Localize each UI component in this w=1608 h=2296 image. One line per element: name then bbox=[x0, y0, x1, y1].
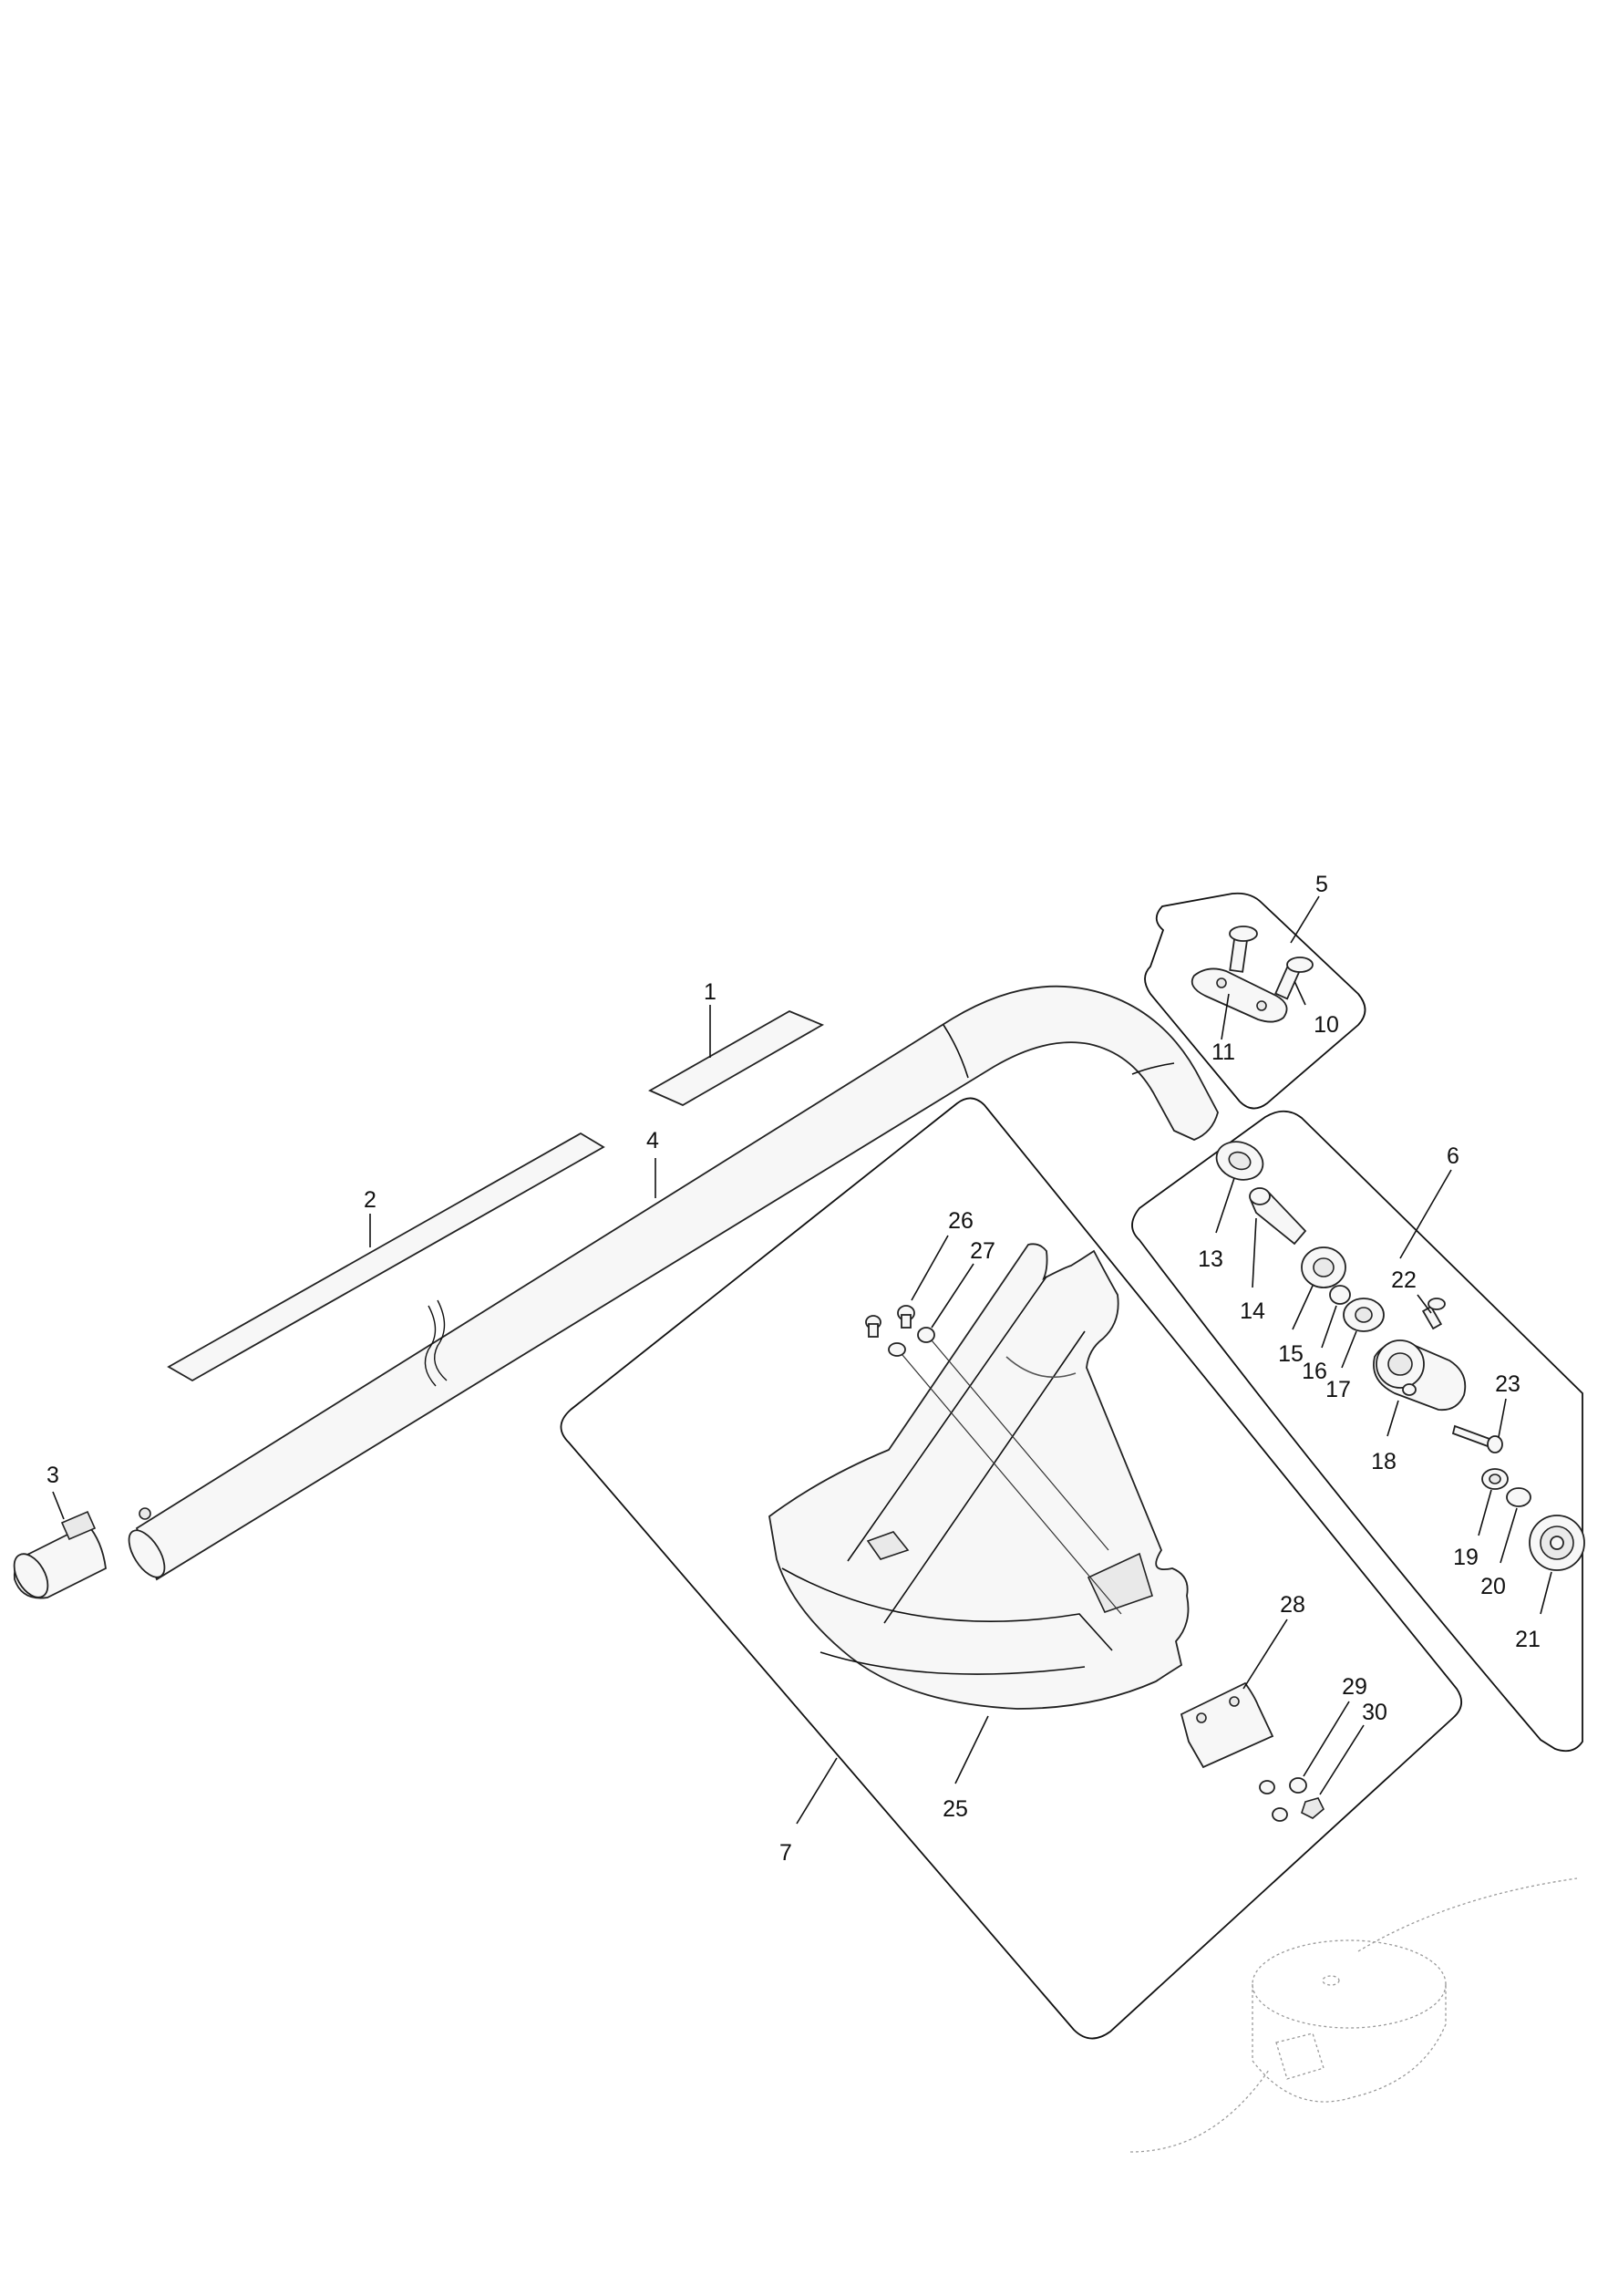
callout-3: 3 bbox=[46, 1463, 59, 1488]
callout-23: 23 bbox=[1495, 1371, 1520, 1397]
callout-27: 27 bbox=[970, 1238, 995, 1264]
callout-18: 18 bbox=[1371, 1449, 1397, 1474]
callout-15: 15 bbox=[1278, 1341, 1304, 1367]
callout-25: 25 bbox=[943, 1796, 968, 1822]
callout-26: 26 bbox=[948, 1208, 974, 1234]
part-4-shaft: 4 bbox=[128, 985, 1219, 1581]
part-5-bracket-kit: 5 10 11 bbox=[1144, 872, 1366, 1110]
part-2-decal: 2 bbox=[167, 1132, 605, 1382]
callout-14: 14 bbox=[1240, 1298, 1265, 1324]
callout-11: 11 bbox=[1211, 1039, 1235, 1065]
callout-21: 21 bbox=[1515, 1627, 1541, 1652]
trimmer-head-reference bbox=[1129, 1877, 1578, 2153]
callout-4: 4 bbox=[646, 1128, 659, 1153]
callout-20: 20 bbox=[1480, 1574, 1506, 1599]
callout-28: 28 bbox=[1280, 1592, 1305, 1618]
part-3-grip: 3 bbox=[13, 1463, 107, 1599]
callout-22: 22 bbox=[1391, 1267, 1417, 1293]
callout-17: 17 bbox=[1325, 1377, 1351, 1402]
callout-1: 1 bbox=[704, 979, 716, 1005]
callout-5: 5 bbox=[1315, 872, 1328, 897]
callout-30: 30 bbox=[1362, 1700, 1387, 1725]
part-1-decal: 1 bbox=[648, 979, 825, 1107]
part-7-guard-kit: 7 25 26 27 28 bbox=[560, 1097, 1462, 2040]
callout-19: 19 bbox=[1453, 1545, 1479, 1570]
callout-10: 10 bbox=[1314, 1012, 1339, 1038]
callout-13: 13 bbox=[1198, 1246, 1223, 1272]
callout-2: 2 bbox=[364, 1187, 376, 1213]
callout-7: 7 bbox=[779, 1840, 792, 1866]
callout-6: 6 bbox=[1447, 1143, 1459, 1169]
callout-16: 16 bbox=[1302, 1359, 1327, 1384]
callout-29: 29 bbox=[1342, 1674, 1367, 1700]
part-6-gearhead-kit: 6 13 14 15 16 17 22 bbox=[1131, 1110, 1585, 1753]
